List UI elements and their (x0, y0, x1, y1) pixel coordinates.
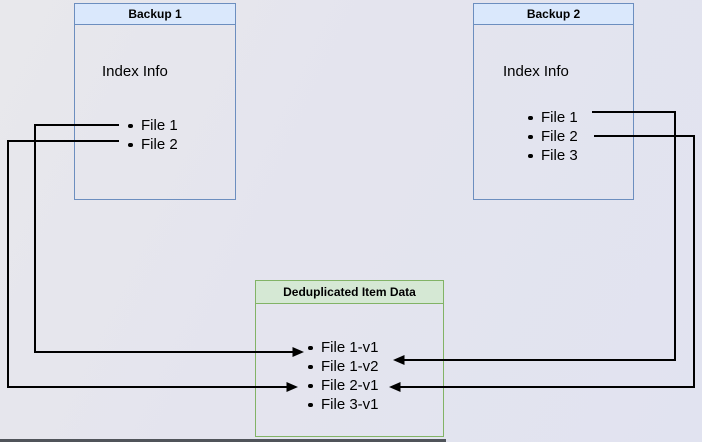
dedup-file-2v1: File 2-v1 (308, 376, 379, 395)
backup1-box: Backup 1 Index Info File 1 File 2 (74, 3, 236, 200)
backup2-title: Backup 2 (474, 4, 633, 25)
bottom-edge-strip (0, 439, 446, 442)
backup2-file-2: File 2 (528, 127, 578, 146)
backup2-subtitle: Index Info (503, 63, 569, 80)
dedup-box: Deduplicated Item Data File 1-v1 File 1-… (255, 280, 444, 437)
backup1-file-1: File 1 (128, 116, 178, 135)
dedup-file-1v1: File 1-v1 (308, 338, 379, 357)
backup1-file-list: File 1 File 2 (128, 116, 178, 154)
backup1-subtitle: Index Info (102, 63, 168, 80)
backup1-file-2: File 2 (128, 135, 178, 154)
backup2-file-1: File 1 (528, 108, 578, 127)
dedup-file-list: File 1-v1 File 1-v2 File 2-v1 File 3-v1 (308, 338, 379, 414)
dedup-file-3v1: File 3-v1 (308, 395, 379, 414)
backup2-file-3: File 3 (528, 146, 578, 165)
dedup-file-1v2: File 1-v2 (308, 357, 379, 376)
backup2-file-list: File 1 File 2 File 3 (528, 108, 578, 165)
backup1-title: Backup 1 (75, 4, 235, 25)
backup2-box: Backup 2 Index Info File 1 File 2 File 3 (473, 3, 634, 200)
dedup-title: Deduplicated Item Data (256, 281, 443, 304)
